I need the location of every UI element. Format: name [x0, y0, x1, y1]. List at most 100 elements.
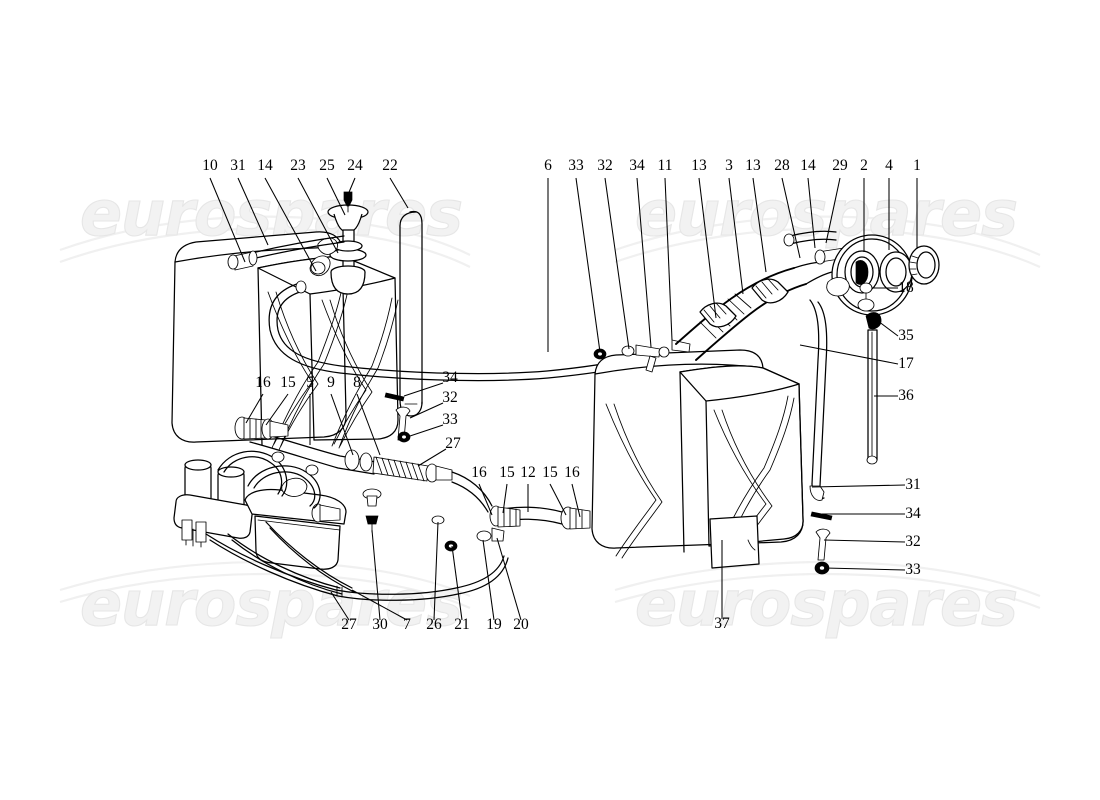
callout-6: 6	[544, 157, 552, 352]
watermark-text: eurospares	[80, 567, 462, 640]
leader-line	[811, 484, 906, 488]
callout-34: 34	[403, 369, 458, 397]
callout-number: 13	[745, 157, 761, 174]
callout-31: 31	[811, 476, 921, 493]
callout-16: 16	[245, 374, 271, 424]
leader-line	[575, 177, 601, 353]
leader-line	[698, 177, 717, 319]
leader-line	[664, 177, 673, 341]
callout-33: 33	[824, 561, 921, 578]
callout-23: 23	[290, 157, 339, 254]
leader-line	[245, 393, 264, 424]
watermark-text: eurospares	[635, 567, 1017, 640]
callout-22: 22	[382, 157, 409, 209]
callout-12: 12	[520, 464, 536, 512]
callout-30: 30	[371, 529, 388, 633]
callout-5: 5	[306, 374, 314, 445]
callout-21: 21	[451, 545, 470, 633]
callout-number: 14	[257, 157, 273, 174]
right-vertical-pipes	[809, 299, 828, 501]
fuel-filler-cap-assembly	[826, 234, 940, 316]
leader-line	[264, 177, 317, 272]
callout-number: 32	[597, 157, 613, 174]
callout-number: 3	[725, 157, 733, 174]
leader-line	[478, 483, 493, 516]
callout-number: 12	[520, 464, 536, 481]
callout-number: 30	[372, 616, 388, 633]
leader-line	[825, 177, 841, 244]
leader-line	[326, 177, 346, 216]
callout-9: 9	[327, 374, 354, 456]
callout-number: 1	[913, 157, 921, 174]
callout-number: 22	[382, 157, 398, 174]
callout-number: 11	[658, 157, 673, 174]
long-fuel-pipe	[399, 210, 423, 417]
leader-line	[799, 344, 899, 365]
callout-17: 17	[799, 344, 914, 372]
callout-number: 15	[499, 464, 515, 481]
coil-fuel-line	[249, 429, 493, 513]
leader-line	[409, 402, 444, 419]
callout-number: 33	[905, 561, 921, 578]
callout-number: 5	[306, 374, 314, 391]
leader-line	[824, 567, 906, 571]
callout-15: 15	[265, 374, 296, 426]
callout-16: 16	[471, 464, 493, 516]
callout-34: 34	[629, 157, 652, 348]
leader-line	[356, 393, 381, 456]
right-lower-fasteners	[810, 511, 833, 575]
leader-line	[873, 317, 899, 337]
callout-32: 32	[597, 157, 630, 350]
callout-27: 27	[417, 435, 461, 467]
callout-number: 10	[202, 157, 218, 174]
callout-13: 13	[745, 157, 767, 273]
vertical-rod-assembly	[865, 312, 882, 465]
leader-line	[389, 177, 409, 209]
leader-line	[807, 177, 816, 249]
leader-line	[297, 177, 339, 254]
callout-14: 14	[800, 157, 816, 249]
callout-35: 35	[873, 317, 914, 344]
leader-line	[209, 177, 246, 263]
callout-number: 34	[629, 157, 645, 174]
left-filler-neck	[327, 191, 369, 295]
callout-26: 26	[426, 521, 442, 633]
callout-32: 32	[409, 389, 458, 419]
callout-27: 27	[330, 591, 357, 633]
callout-number: 24	[347, 157, 363, 174]
leader-line	[604, 177, 630, 350]
callout-4: 4	[885, 157, 893, 250]
callout-25: 25	[319, 157, 346, 216]
leader-line	[371, 529, 381, 621]
callout-number: 35	[898, 327, 914, 344]
callout-8: 8	[353, 374, 381, 456]
callout-number: 27	[445, 435, 461, 452]
callout-15: 15	[542, 464, 567, 516]
callout-number: 34	[442, 369, 458, 386]
leader-line	[406, 424, 444, 438]
leader-line	[346, 177, 356, 198]
callout-number: 29	[832, 157, 848, 174]
callout-37: 37	[714, 540, 730, 632]
callout-number: 37	[714, 615, 730, 632]
callout-19: 19	[482, 539, 502, 633]
callout-number: 33	[442, 411, 458, 428]
callout-number: 16	[564, 464, 580, 481]
leader-line	[403, 382, 444, 397]
callout-32: 32	[823, 533, 921, 550]
leader-line	[636, 177, 652, 348]
leader-line	[502, 483, 508, 514]
callout-number: 2	[860, 157, 868, 174]
callout-number: 34	[905, 505, 921, 522]
callout-number: 16	[255, 374, 271, 391]
fuel-pump-assembly	[173, 450, 509, 601]
leader-line	[451, 545, 463, 621]
callout-number: 28	[774, 157, 790, 174]
leader-line	[237, 177, 269, 246]
callout-number: 4	[885, 157, 893, 174]
callout-15: 15	[499, 464, 515, 514]
callout-number: 32	[905, 533, 921, 550]
callout-14: 14	[257, 157, 317, 272]
